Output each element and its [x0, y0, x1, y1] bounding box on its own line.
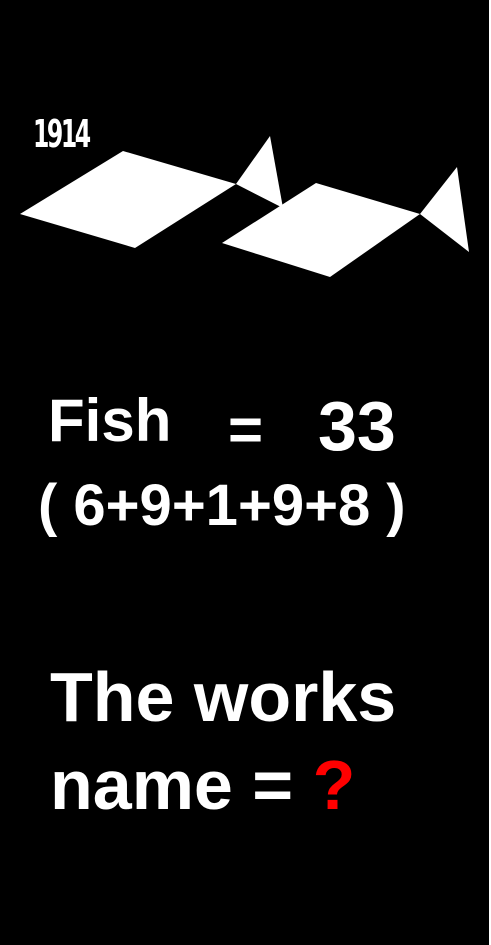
fish-tail-left	[236, 136, 283, 208]
fish-word: Fish	[48, 387, 172, 454]
question-line-2: name = ?	[50, 750, 355, 820]
question-line-2-text: name =	[50, 746, 313, 824]
digit-breakdown: ( 6+9+1+9+8 )	[38, 473, 406, 538]
question-mark: ?	[312, 746, 356, 824]
fish-body-right	[222, 183, 420, 277]
fish-value: 33	[318, 387, 396, 465]
fish-shape-left	[20, 136, 283, 248]
question-line-1: The works	[50, 658, 397, 736]
fish-tail-right	[420, 167, 469, 252]
fish-shape-right	[222, 167, 469, 277]
equals-sign: =	[228, 396, 264, 463]
fish-body-left	[20, 151, 236, 248]
